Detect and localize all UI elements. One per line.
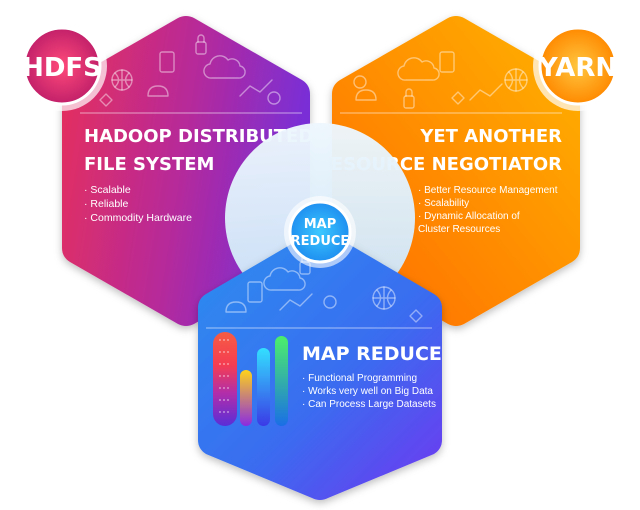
yarn-bullet: · Dynamic Allocation of <box>418 211 520 222</box>
mapreduce-badge-line-1: MAP <box>304 217 337 232</box>
yarn-badge: YARN <box>533 21 623 111</box>
mapreduce-bullets: · Functional Programming · Works very wel… <box>302 373 436 410</box>
bar-chart-illustration <box>213 332 288 426</box>
mapreduce-badge-line-2: REDUCE <box>291 234 350 249</box>
hdfs-bullets: · Scalable · Reliable · Commodity Hardware <box>84 184 192 224</box>
hdfs-bullet: · Reliable <box>84 198 129 210</box>
yarn-bullets: · Better Resource Management · Scalabilit… <box>418 185 558 235</box>
hdfs-title-line-1: HADOOP DISTRIBUTED <box>84 126 313 147</box>
mapreduce-hexagon <box>198 230 442 500</box>
illustration-bar-1 <box>213 332 237 426</box>
hdfs-title-line-2: FILE SYSTEM <box>84 154 214 175</box>
hdfs-doodles <box>99 34 281 107</box>
mapreduce-badge: MAP REDUCE <box>284 196 356 268</box>
yarn-doodles <box>353 51 528 109</box>
hdfs-badge-label: HDFS <box>22 53 102 83</box>
mapreduce-panel: MAP REDUCE · Functional Programming · Wor… <box>198 230 442 500</box>
illustration-bar-3 <box>257 348 270 426</box>
mapreduce-doodles <box>225 254 423 323</box>
yarn-bullet: · Better Resource Management <box>418 185 558 196</box>
yarn-bullet: · Scalability <box>418 198 469 209</box>
hdfs-badge: HDFS <box>17 21 107 111</box>
mapreduce-bullet: · Works very well on Big Data <box>302 386 433 397</box>
mapreduce-bullet: · Functional Programming <box>302 373 417 384</box>
hdfs-bullet: · Commodity Hardware <box>84 212 192 224</box>
mapreduce-title: MAP REDUCE <box>302 343 442 365</box>
hdfs-bullet: · Scalable <box>84 184 131 196</box>
yarn-bullet: Cluster Resources <box>418 224 500 235</box>
yarn-badge-label: YARN <box>538 53 617 83</box>
illustration-bar-4 <box>275 336 288 426</box>
yarn-title-line-1: YET ANOTHER <box>419 126 562 147</box>
mapreduce-bullet: · Can Process Large Datasets <box>302 399 436 410</box>
illustration-bar-2 <box>240 370 252 426</box>
